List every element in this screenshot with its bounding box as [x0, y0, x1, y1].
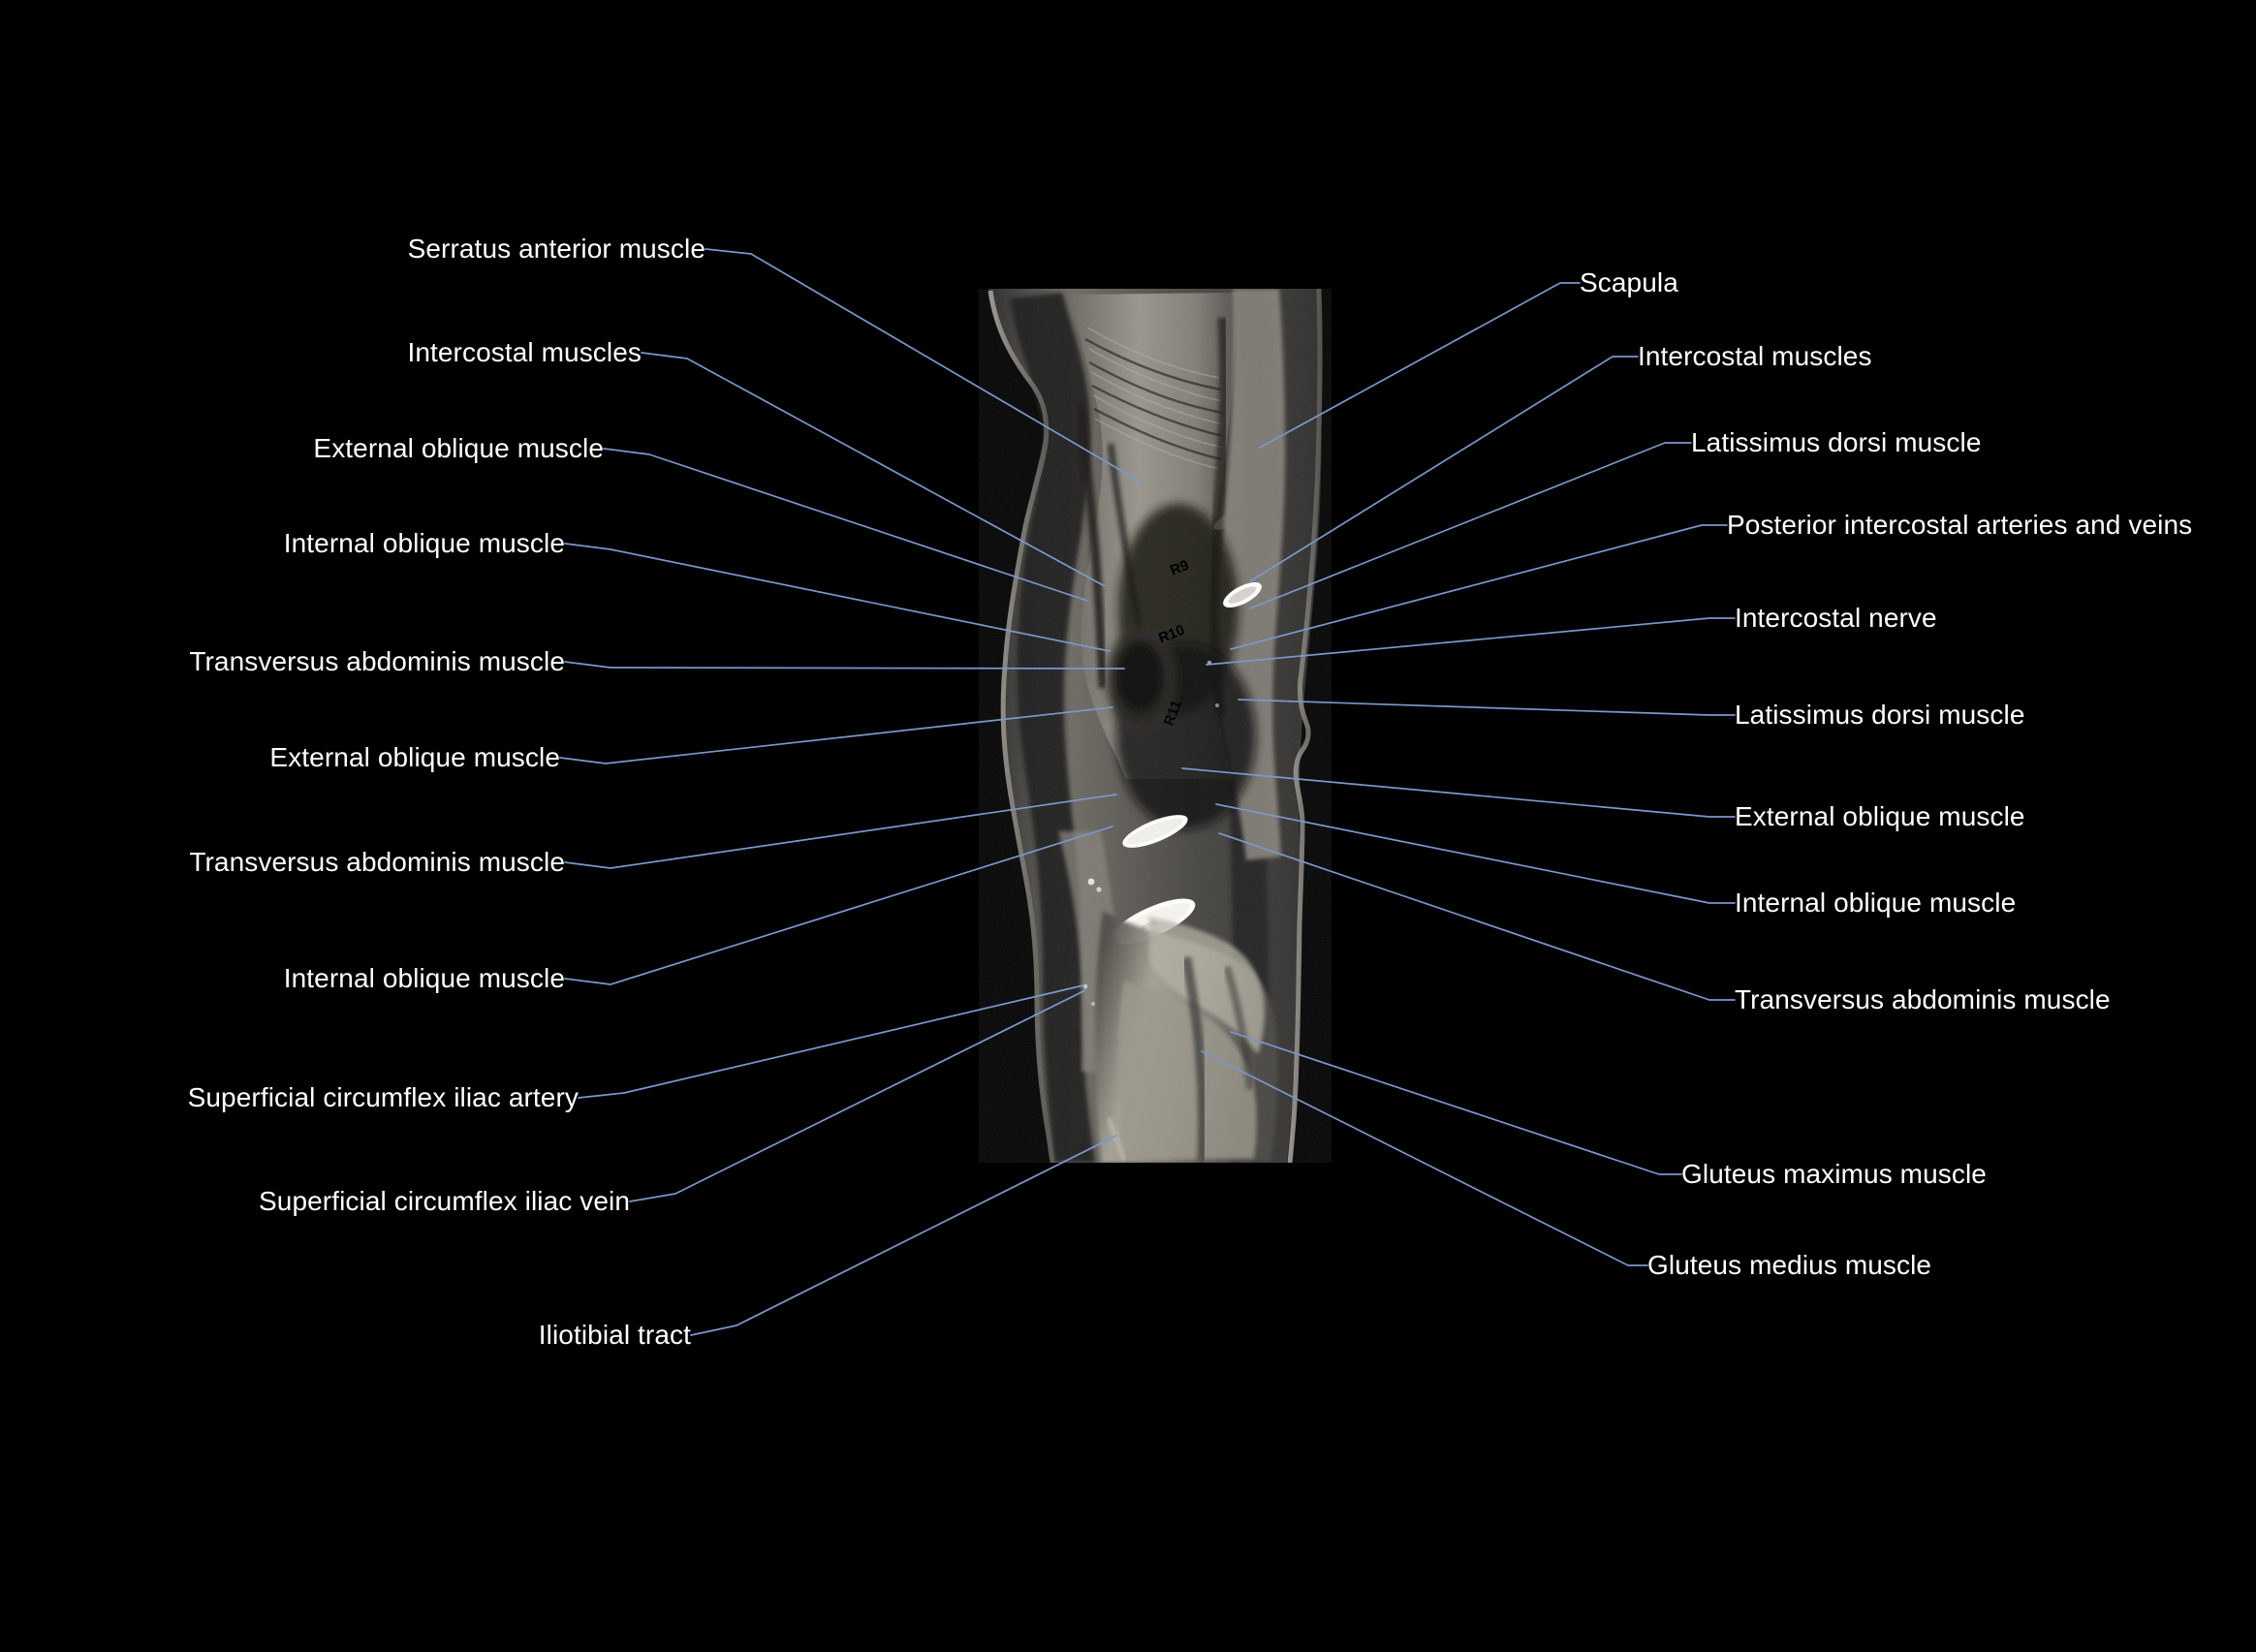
annotation-label-gluteus-medius-muscle-right-10: Gluteus medius muscle	[1647, 1250, 1932, 1280]
annotation-label-iliotibial-tract-left-10: Iliotibial tract	[538, 1320, 691, 1350]
annotation-label-intercostal-nerve-right-4: Intercostal nerve	[1735, 603, 1937, 633]
annotation-label-transversus-abdominis-muscle-left-4: Transversus abdominis muscle	[189, 646, 565, 676]
annotation-label-superficial-circumflex-iliac-artery-left-8: Superficial circumflex iliac artery	[187, 1082, 579, 1112]
annotation-label-latissimus-dorsi-muscle-right-5: Latissimus dorsi muscle	[1735, 700, 2025, 730]
annotation-label-superficial-circumflex-iliac-vein-left-9: Superficial circumflex iliac vein	[259, 1186, 630, 1216]
annotation-label-serratus-anterior-muscle-left-0: Serratus anterior muscle	[407, 234, 705, 264]
annotation-label-transversus-abdominis-muscle-right-8: Transversus abdominis muscle	[1735, 984, 2111, 1014]
rib-marker-r9: R9	[1168, 557, 1191, 579]
annotation-label-intercostal-muscles-right-1: Intercostal muscles	[1638, 341, 1872, 371]
annotation-label-external-oblique-muscle-right-6: External oblique muscle	[1735, 801, 2025, 831]
annotation-label-gluteus-maximus-muscle-right-9: Gluteus maximus muscle	[1681, 1159, 1987, 1189]
annotation-label-internal-oblique-muscle-left-7: Internal oblique muscle	[283, 963, 565, 993]
leader-line-iliotibial-tract-left-10	[690, 1135, 1117, 1336]
annotation-label-transversus-abdominis-muscle-left-6: Transversus abdominis muscle	[189, 847, 565, 877]
annotation-label-external-oblique-muscle-left-5: External oblique muscle	[269, 742, 560, 772]
annotation-label-internal-oblique-muscle-left-3: Internal oblique muscle	[283, 528, 565, 558]
annotation-label-latissimus-dorsi-muscle-right-2: Latissimus dorsi muscle	[1691, 427, 1982, 457]
annotation-label-external-oblique-muscle-left-2: External oblique muscle	[313, 433, 604, 463]
annotation-label-intercostal-muscles-left-1: Intercostal muscles	[407, 337, 642, 367]
annotation-label-scapula-right-0: Scapula	[1580, 267, 1678, 297]
ct-sagittal-image: R9 R10 R11	[979, 289, 1332, 1163]
annotation-label-internal-oblique-muscle-right-7: Internal oblique muscle	[1735, 888, 2017, 918]
annotation-label-posterior-intercostal-arteries-and-veins-right-3: Posterior intercostal arteries and veins	[1727, 510, 2193, 540]
